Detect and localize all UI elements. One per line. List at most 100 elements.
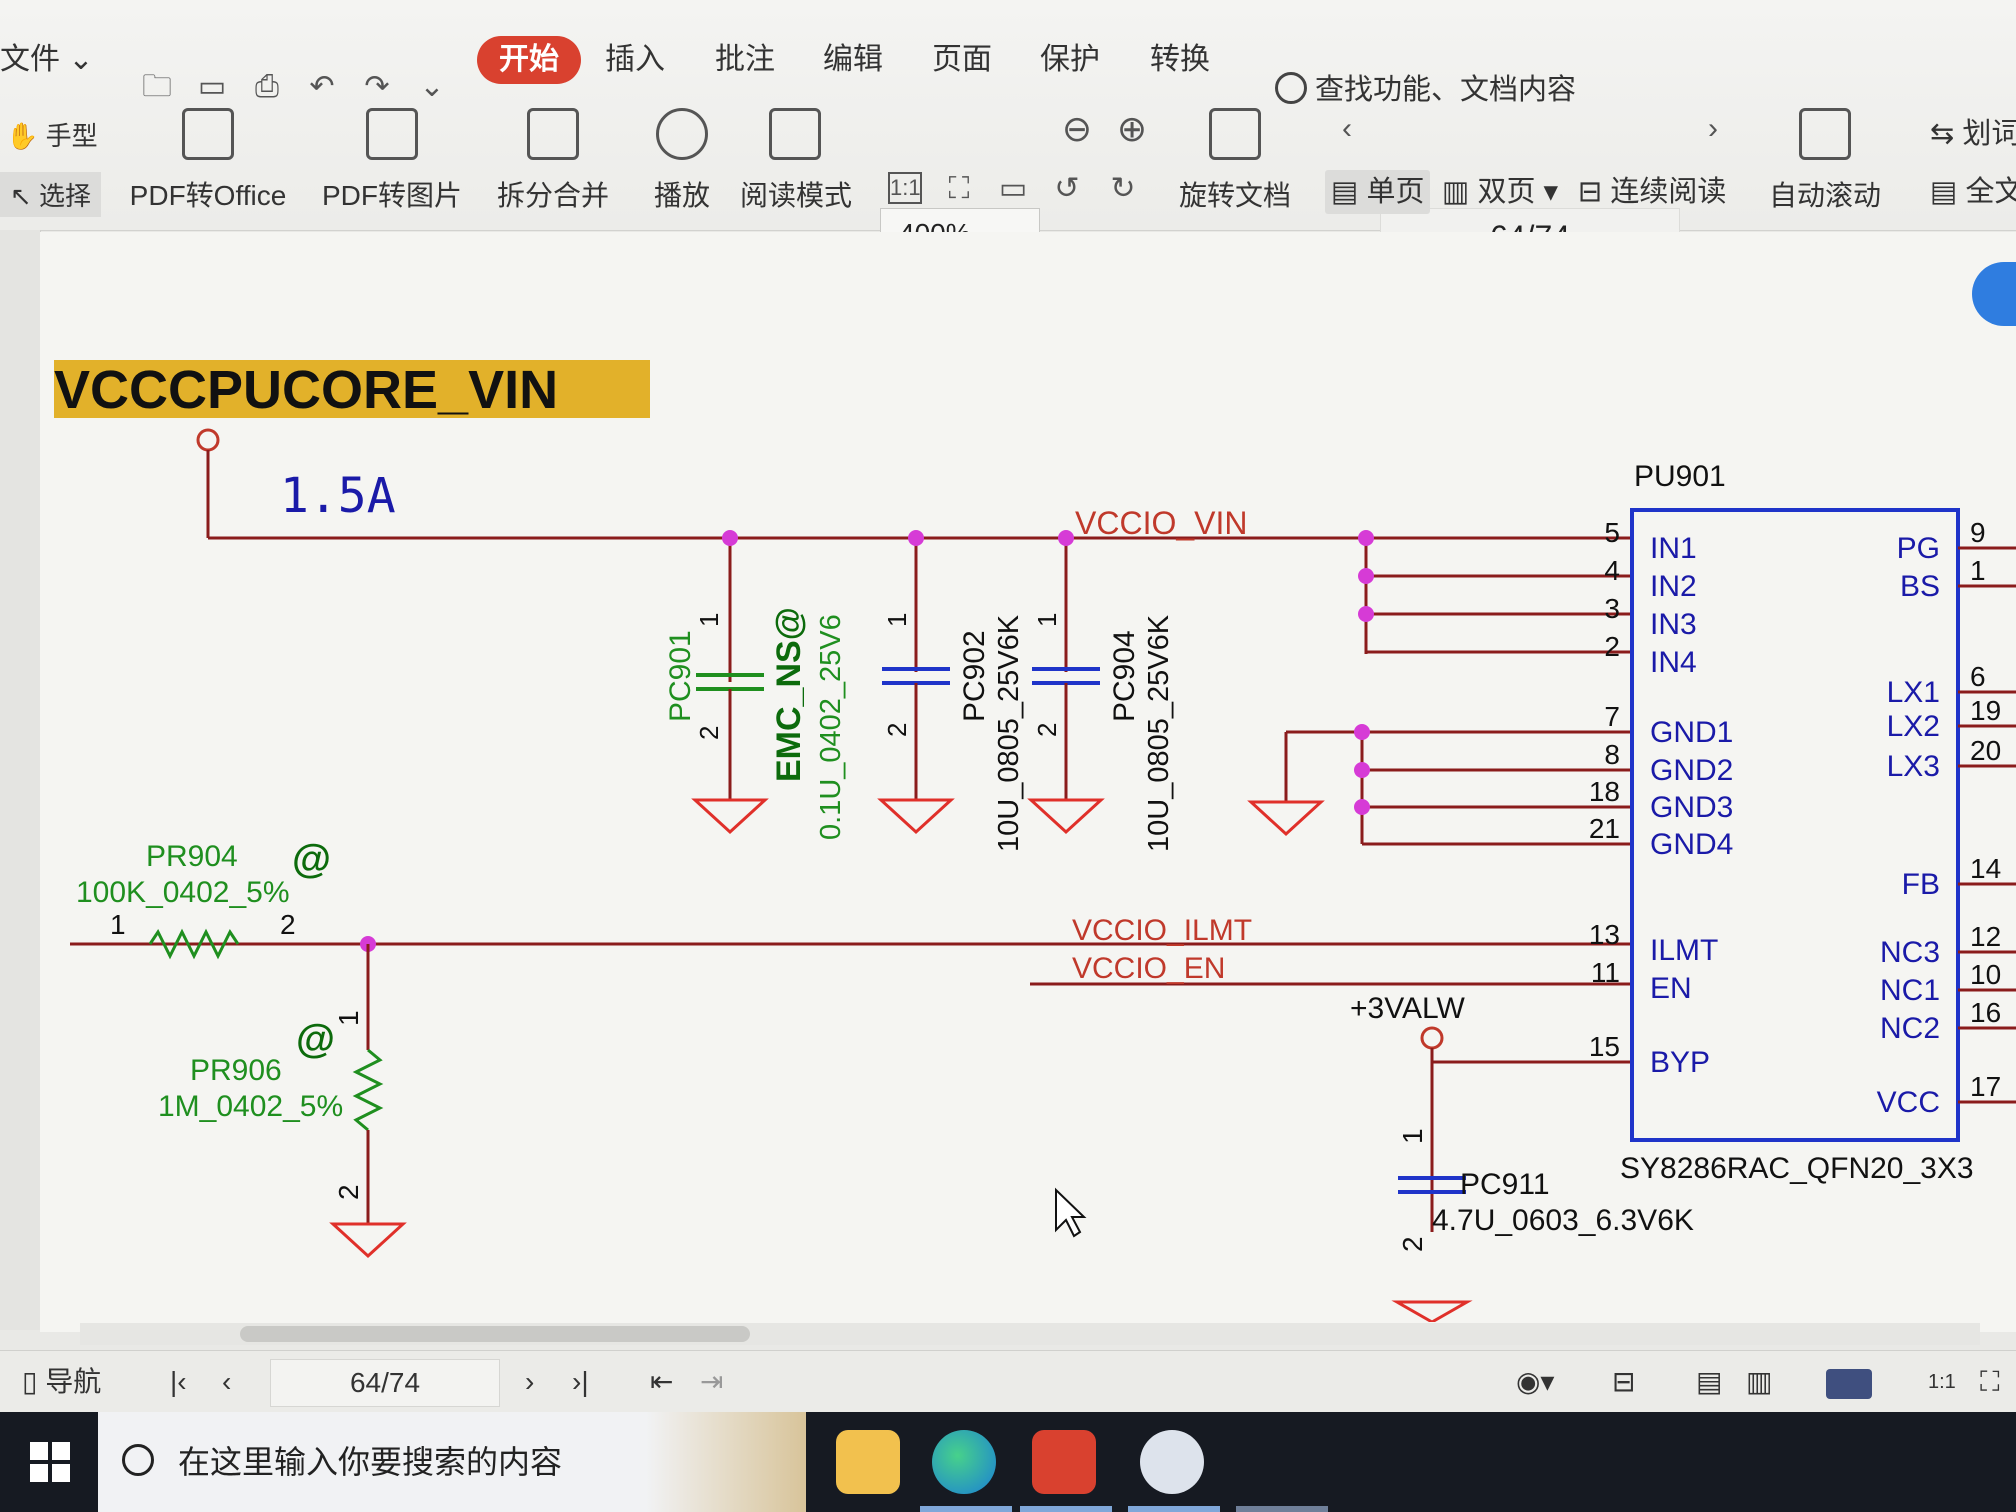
pc911-pin1: 1 bbox=[1397, 1128, 1428, 1144]
horizontal-scrollbar[interactable] bbox=[80, 1323, 1980, 1345]
customize-dropdown-icon[interactable]: ⌄ bbox=[419, 70, 445, 103]
ic-pin-number: 4 bbox=[1604, 555, 1620, 586]
split-merge-label: 拆分合并 bbox=[496, 180, 609, 211]
pdf-to-office-label: PDF转Office bbox=[129, 180, 287, 211]
navigation-toggle[interactable]: ▯ 导航 bbox=[22, 1366, 102, 1397]
ic-pin-name-gnd1: GND1 bbox=[1650, 716, 1733, 749]
pr906-pin2: 2 bbox=[333, 1184, 364, 1200]
document-canvas[interactable]: VCCCPUCORE_VIN 1.5A VCCIO_VIN PC901 1 2 … bbox=[40, 232, 2016, 1332]
status-page-indicator[interactable]: 64/74 bbox=[270, 1359, 500, 1407]
rotate-document-button[interactable]: 旋转文档 bbox=[1175, 100, 1295, 225]
pdf-to-office-button[interactable]: PDF转Office bbox=[118, 100, 298, 225]
ic-pin-name-in1: IN1 bbox=[1650, 532, 1697, 565]
tab-start[interactable]: 开始 bbox=[477, 36, 581, 84]
hand-tool[interactable]: ✋ 手型 bbox=[6, 121, 98, 151]
read-mode-label: 阅读模式 bbox=[740, 180, 853, 211]
print-icon[interactable]: ⎙ bbox=[255, 70, 279, 103]
tab-annotate[interactable]: 批注 bbox=[715, 43, 775, 76]
back-icon[interactable]: ⇤ bbox=[650, 1366, 674, 1397]
ic-pin-number: 20 bbox=[1970, 735, 2001, 766]
first-page-icon[interactable]: |‹ bbox=[170, 1366, 187, 1397]
pc901-note: EMC_NS@ bbox=[770, 607, 808, 782]
rotate-right-icon[interactable]: ↻ bbox=[1110, 172, 1136, 205]
previous-page-icon[interactable]: ‹ bbox=[1342, 112, 1352, 145]
ic-pin-name-vcc: VCC bbox=[1877, 1086, 1940, 1119]
single-page-button[interactable]: ▤ 单页 bbox=[1325, 170, 1431, 214]
navigation-app-icon[interactable] bbox=[1140, 1430, 1204, 1494]
file-menu-label: 文件 bbox=[0, 43, 60, 76]
double-page-button[interactable]: ▥ 双页 ▾ bbox=[1442, 176, 1559, 208]
fulltext-button[interactable]: ▤ 全文 bbox=[1930, 170, 2016, 214]
tab-convert[interactable]: 转换 bbox=[1150, 43, 1210, 76]
underline-word-button[interactable]: ⇆ 划词 bbox=[1930, 112, 2016, 156]
pc911-value: 4.7U_0603_6.3V6K bbox=[1432, 1204, 1694, 1237]
pdf-to-image-button[interactable]: PDF转图片 bbox=[322, 100, 462, 225]
rotate-left-icon[interactable]: ↺ bbox=[1054, 172, 1080, 205]
eye-protection-icon[interactable]: ◉▾ bbox=[1516, 1366, 1555, 1397]
play-button[interactable]: 播放 bbox=[648, 100, 716, 225]
ic-pin-number: 16 bbox=[1970, 997, 2001, 1028]
split-merge-icon bbox=[527, 108, 579, 160]
next-page-icon[interactable]: › bbox=[1708, 112, 1718, 145]
edge-browser-icon[interactable] bbox=[932, 1430, 996, 1494]
play-slideshow-icon[interactable] bbox=[1826, 1351, 1872, 1413]
ic-pin-number: 5 bbox=[1604, 517, 1620, 548]
save-icon[interactable]: ▭ bbox=[197, 70, 227, 103]
ic-pin-name-ilmt: ILMT bbox=[1650, 934, 1718, 967]
taskbar-search[interactable]: 在这里输入你要搜索的内容 bbox=[98, 1412, 806, 1512]
undo-icon[interactable]: ↶ bbox=[309, 70, 335, 103]
split-merge-button[interactable]: 拆分合并 bbox=[488, 100, 618, 225]
autoscroll-button[interactable]: 自动滚动 bbox=[1755, 100, 1895, 225]
file-explorer-icon[interactable] bbox=[836, 1430, 900, 1494]
taskbar-search-placeholder: 在这里输入你要搜索的内容 bbox=[178, 1444, 563, 1480]
tab-protect[interactable]: 保护 bbox=[1040, 43, 1100, 76]
prev-page-icon[interactable]: ‹ bbox=[222, 1366, 232, 1397]
continuous-mode-icon[interactable]: ⊟ bbox=[1612, 1366, 1636, 1397]
actual-size-status-icon[interactable]: 1:1 bbox=[1928, 1371, 1956, 1393]
fit-page-icon[interactable]: ⛶ bbox=[948, 172, 970, 205]
junction-dot bbox=[722, 530, 738, 546]
capacitor-pc902 bbox=[877, 538, 955, 835]
ic-pin-number: 1 bbox=[1970, 555, 1986, 586]
floating-assistant-icon[interactable] bbox=[1972, 262, 2016, 326]
forward-icon[interactable]: ⇥ bbox=[700, 1366, 724, 1397]
tab-page[interactable]: 页面 bbox=[932, 43, 992, 76]
junction-dot bbox=[908, 530, 924, 546]
autoscroll-label: 自动滚动 bbox=[1768, 180, 1881, 211]
fit-width-icon[interactable]: ▭ bbox=[998, 172, 1028, 205]
select-tool[interactable]: ↖ 选择 bbox=[0, 172, 102, 217]
fit-page-status-icon[interactable]: ⛶ bbox=[1980, 1366, 2000, 1397]
ic-pin-name-pg: PG bbox=[1897, 532, 1940, 565]
actual-size-icon[interactable]: 1:1 bbox=[888, 172, 922, 204]
zoom-in-icon[interactable]: ⊕ bbox=[1116, 108, 1148, 149]
tab-insert[interactable]: 插入 bbox=[605, 43, 665, 76]
search-icon bbox=[122, 1444, 154, 1476]
file-menu[interactable]: 文件 ⌄ bbox=[0, 43, 94, 76]
wps-office-icon[interactable] bbox=[1032, 1430, 1096, 1494]
search-highlight-icon bbox=[646, 1412, 806, 1512]
pr906-ref: PR906 bbox=[190, 1054, 282, 1087]
pr906-mark: @ bbox=[296, 1017, 335, 1061]
open-folder-icon[interactable]: 🗀 bbox=[142, 70, 172, 103]
underline-word-label: 划词 bbox=[1962, 118, 2016, 150]
ic-pin-name-fb: FB bbox=[1902, 868, 1940, 901]
tab-edit[interactable]: 编辑 bbox=[823, 43, 883, 76]
continuous-read-button[interactable]: ⊟ 连续阅读 bbox=[1578, 176, 1727, 208]
feature-search[interactable]: 查找功能、文档内容 bbox=[1275, 60, 1576, 120]
double-page-mode-icon[interactable]: ▥ bbox=[1746, 1366, 1773, 1397]
pc902-pin1: 1 bbox=[882, 613, 912, 627]
zoom-out-icon[interactable]: ⊖ bbox=[1061, 108, 1093, 149]
single-page-mode-icon[interactable]: ▤ bbox=[1696, 1366, 1723, 1397]
next-page-status-icon[interactable]: › bbox=[525, 1366, 535, 1397]
ic-pin-number: 19 bbox=[1970, 695, 2001, 726]
last-page-icon[interactable]: ›| bbox=[572, 1366, 589, 1397]
windows-start-icon[interactable] bbox=[30, 1442, 70, 1482]
ic-pin-number: 14 bbox=[1970, 853, 2001, 884]
pc901-pin2: 2 bbox=[694, 726, 724, 740]
single-page-label: 单页 bbox=[1366, 176, 1425, 208]
read-mode-button[interactable]: 阅读模式 bbox=[740, 100, 853, 225]
scrollbar-thumb[interactable] bbox=[240, 1326, 750, 1342]
ic-pin-number: 12 bbox=[1970, 921, 2001, 952]
redo-icon[interactable]: ↷ bbox=[364, 70, 390, 103]
